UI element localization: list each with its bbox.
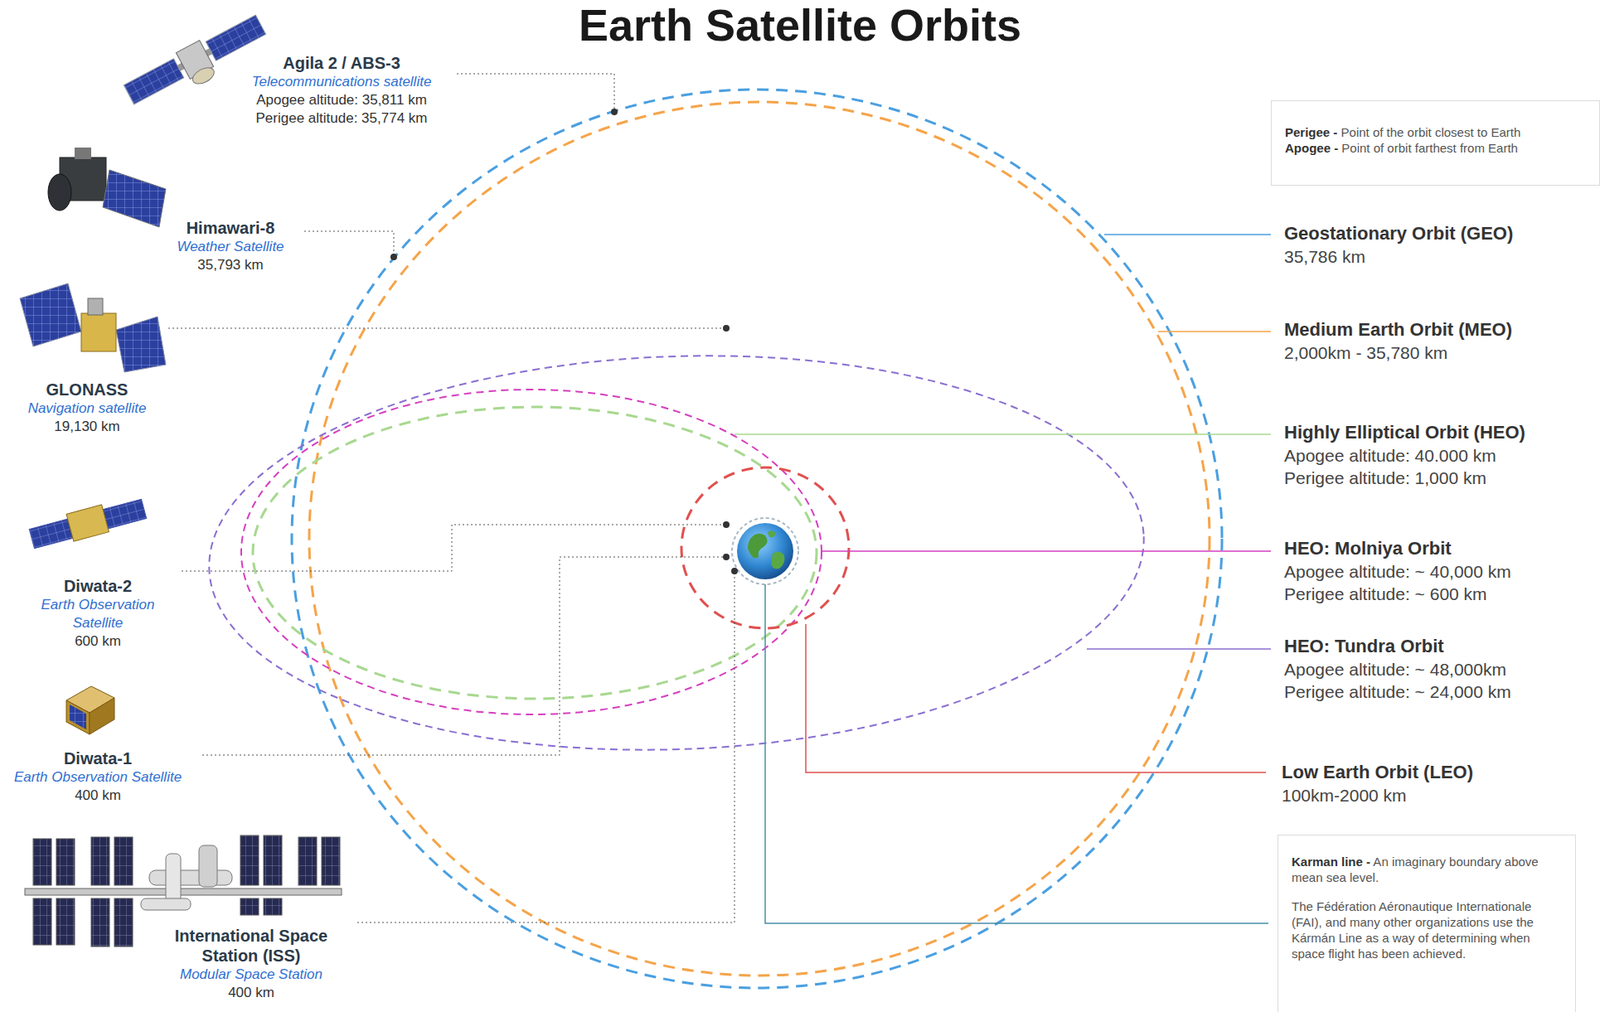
orbit-label: Low Earth Orbit (LEO)100km-2000 km	[1281, 761, 1474, 807]
altitude-value: Perigee altitude: ~ 24,000 km	[1284, 680, 1512, 704]
orbit-name: Low Earth Orbit (LEO)	[1281, 761, 1474, 785]
note-box: Karman line - An imaginary boundary abov…	[1277, 834, 1576, 1012]
orbit-label: Geostationary Orbit (GEO)35,786 km	[1284, 222, 1513, 268]
altitude-value: 35,793 km	[139, 256, 322, 275]
altitude-value: Apogee altitude: ~ 48,000km	[1284, 658, 1512, 681]
satellite-type: Earth Observation Satellite	[27, 596, 169, 633]
altitude-value: 19,130 km	[4, 417, 170, 437]
satellite-label: Diwata-2Earth Observation Satellite600 k…	[27, 576, 169, 651]
orbit-name: HEO: Molniya Orbit	[1284, 537, 1512, 561]
diagram-title: Earth Satellite Orbits	[0, 0, 1600, 50]
altitude-value: 400 km	[4, 786, 192, 805]
satellite-type: Telecommunications satellite	[221, 72, 462, 92]
altitude-value: Apogee altitude: 35,811 km	[221, 91, 462, 110]
orbit-label: HEO: Molniya OrbitApogee altitude: ~ 40,…	[1284, 537, 1512, 606]
altitude-value: Apogee altitude: ~ 40,000 km	[1284, 560, 1512, 583]
satellite-label: Agila 2 / ABS-3Telecommunications satell…	[221, 53, 462, 128]
note-text: Perigee - Point of the orbit closest to …	[1284, 124, 1588, 141]
satellite-label: Himawari-8Weather Satellite35,793 km	[139, 218, 322, 275]
orbit-label: HEO: Tundra OrbitApogee altitude: ~ 48,0…	[1284, 635, 1512, 704]
orbit-name: Medium Earth Orbit (MEO)	[1284, 318, 1513, 342]
altitude-value: 400 km	[151, 984, 351, 1003]
satellite-type: Earth Observation Satellite	[4, 768, 192, 787]
satellite-name: Diwata-1	[4, 748, 192, 769]
note-text: The Fédération Aéronautique Internationa…	[1291, 898, 1552, 962]
orbit-name: Geostationary Orbit (GEO)	[1284, 222, 1513, 246]
note-box: Perigee - Point of the orbit closest to …	[1270, 100, 1600, 186]
satellite-name: Diwata-2	[27, 576, 169, 597]
satellite-type: Navigation satellite	[4, 399, 170, 418]
altitude-value: Perigee altitude: 35,774 km	[221, 109, 462, 128]
altitude-value: Perigee altitude: ~ 600 km	[1284, 582, 1512, 606]
altitude-value: Apogee altitude: 40.000 km	[1284, 444, 1526, 467]
satellite-name: Agila 2 / ABS-3	[221, 53, 462, 73]
altitude-value: 100km-2000 km	[1281, 784, 1474, 807]
orbit-label: Highly Elliptical Orbit (HEO)Apogee alti…	[1284, 421, 1526, 490]
altitude-value: 2,000km - 35,780 km	[1284, 341, 1513, 364]
satellite-label: International Space Station (ISS)Modular…	[151, 926, 351, 1003]
satellite-type: Modular Space Station	[151, 965, 351, 985]
altitude-value: 600 km	[27, 632, 169, 651]
orbit-label: Medium Earth Orbit (MEO)2,000km - 35,780…	[1284, 318, 1513, 364]
orbit-name: Highly Elliptical Orbit (HEO)	[1284, 421, 1526, 445]
orbit-name: HEO: Tundra Orbit	[1284, 635, 1512, 659]
satellite-name: International Space Station (ISS)	[151, 926, 351, 966]
note-text: Karman line - An imaginary boundary abov…	[1291, 853, 1552, 886]
satellite-label: Diwata-1Earth Observation Satellite400 k…	[4, 748, 192, 805]
note-text: Apogee - Point of orbit farthest from Ea…	[1284, 140, 1588, 156]
altitude-value: 35,786 km	[1284, 245, 1513, 268]
satellite-name: GLONASS	[4, 379, 170, 400]
satellite-label: GLONASSNavigation satellite19,130 km	[4, 379, 170, 437]
satellite-type: Weather Satellite	[139, 237, 322, 257]
altitude-value: Perigee altitude: 1,000 km	[1284, 466, 1526, 490]
satellite-name: Himawari-8	[139, 218, 322, 238]
